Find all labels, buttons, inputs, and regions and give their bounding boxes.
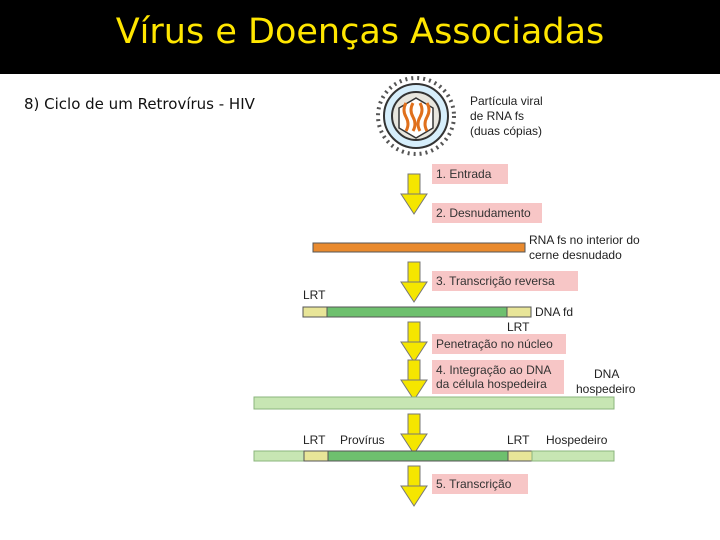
- step-integracao-label-line-2: da célula hospedeira: [436, 377, 547, 391]
- slide-subtitle: 8) Ciclo de um Retrovírus - HIV: [24, 95, 255, 113]
- step-entrada-box: [432, 164, 508, 184]
- dna-host-label-line-1: DNA: [594, 367, 619, 381]
- step-desnudamento-box: [432, 203, 542, 223]
- arrow-down-icon: [400, 413, 428, 455]
- arrow-down-icon: [400, 173, 428, 215]
- step-transcricao-label: 5. Transcrição: [436, 477, 512, 491]
- rna-strand: [312, 242, 526, 253]
- arrow-down-icon: [400, 465, 428, 507]
- title-bar: Vírus e Doenças Associadas: [0, 0, 720, 74]
- step-entrada-label: 1. Entrada: [436, 167, 492, 181]
- step-transcricao-reversa-box: [432, 271, 578, 291]
- particle-label-line-3: (duas cópias): [470, 124, 542, 138]
- provirus-lrt-left-label: LRT: [303, 433, 326, 447]
- step-penetracao-label: Penetração no núcleo: [436, 337, 553, 351]
- particle-label-line-2: de RNA fs: [470, 109, 524, 123]
- virus-particle-icon: [376, 76, 456, 156]
- dna-fd-label: DNA fd: [535, 305, 573, 319]
- lrt-label-top: LRT: [303, 288, 326, 302]
- page-title: Vírus e Doenças Associadas: [115, 12, 605, 52]
- step-integracao-label-line-1: 4. Integração ao DNA: [436, 363, 551, 377]
- dna-host-label-line-2: hospedeiro: [576, 382, 636, 396]
- host-dna-strand: [253, 396, 615, 410]
- step-transcricao-reversa-label: 3. Transcrição reversa: [436, 274, 555, 288]
- arrow-down-icon: [400, 261, 428, 303]
- step-desnudamento-label: 2. Desnudamento: [436, 206, 531, 220]
- integrated-provirus-strand: [253, 450, 615, 462]
- step-penetracao-box: [432, 334, 566, 354]
- step-integracao-box: [432, 360, 564, 394]
- rna-core-label-line-1: RNA fs no interior do: [529, 233, 640, 247]
- particle-label-line-1: Partícula viral: [470, 94, 543, 108]
- lrt-label-bottom: LRT: [507, 320, 530, 334]
- arrow-down-icon: [400, 359, 428, 401]
- rna-core-label-line-2: cerne desnudado: [529, 248, 622, 262]
- dna-fd-strand: [302, 306, 532, 318]
- provirus-label: Provírus: [340, 433, 385, 447]
- hospedeiro-label: Hospedeiro: [546, 433, 608, 447]
- step-transcricao-box: [432, 474, 528, 494]
- arrow-down-icon: [400, 321, 428, 363]
- provirus-lrt-right-label: LRT: [507, 433, 530, 447]
